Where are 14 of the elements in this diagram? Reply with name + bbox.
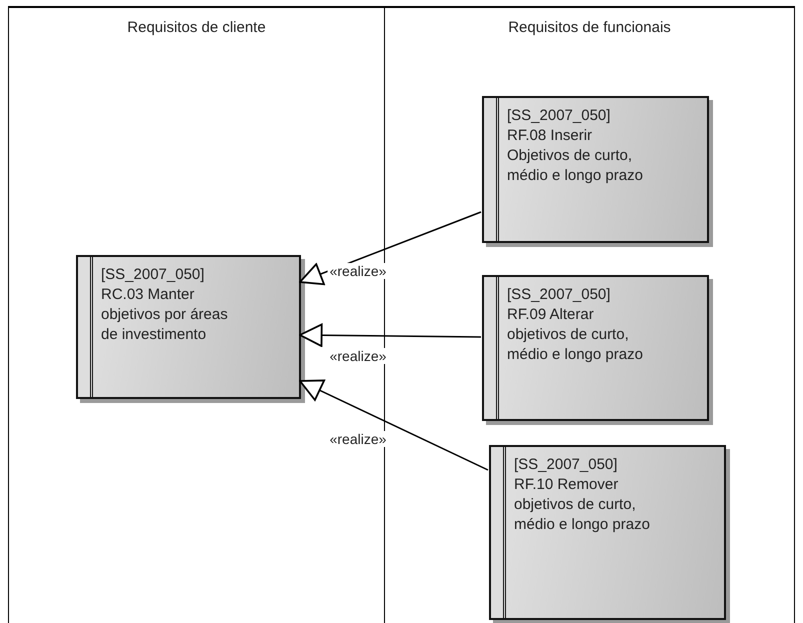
swimlane <box>384 6 795 623</box>
realization-arrow <box>299 324 481 347</box>
realization-arrow <box>299 211 482 286</box>
edge-label: «realize» <box>328 263 388 279</box>
requirement-text: [SS_2007_050] RF.09 Alterar objetivos de curto, médio e longo prazo <box>507 285 643 365</box>
realization-arrow <box>299 380 488 471</box>
requirement-text: [SS_2007_050] RF.08 Inserir Objetivos de curto, médio e longo prazo <box>507 106 643 186</box>
edge-label: «realize» <box>328 431 388 447</box>
swimlane <box>8 6 385 623</box>
edge-label: «realize» <box>328 348 388 364</box>
requirement-text: [SS_2007_050] RC.03 Manter objetivos por áreas de investimento <box>101 265 229 345</box>
lane-heading: Requisitos de cliente <box>126 18 267 38</box>
lane-heading: Requisitos de funcionais <box>507 18 672 38</box>
requirement-text: [SS_2007_050] RF.10 Remover objetivos de curto, médio e longo prazo <box>514 455 651 535</box>
